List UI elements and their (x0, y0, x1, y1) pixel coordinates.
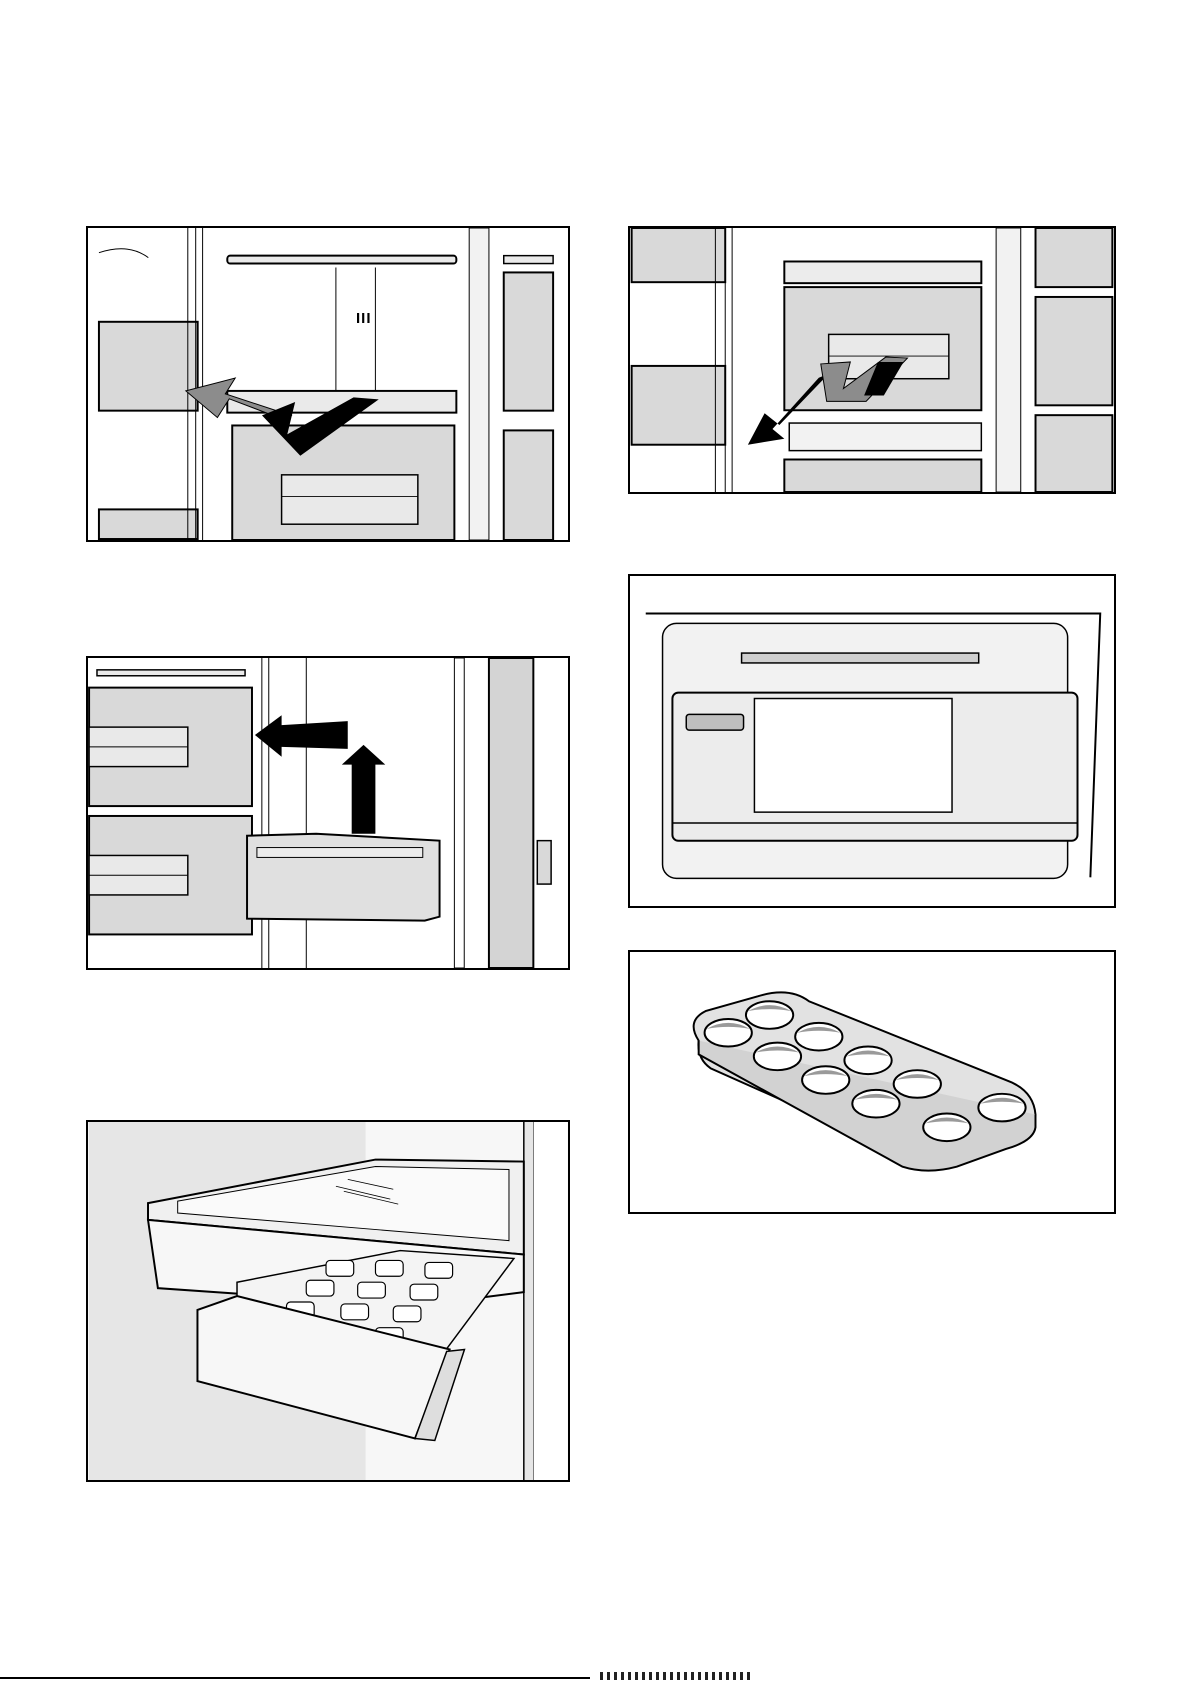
footer-mark (600, 1672, 750, 1680)
shelf-level-label: III (356, 310, 372, 327)
control-panel-figure (628, 574, 1116, 908)
drawer-pull-figure (628, 226, 1116, 494)
door-bin-removal-figure (86, 656, 570, 970)
shelf-lift-illustration (88, 228, 568, 540)
door-bin-removal-illustration (88, 658, 568, 968)
control-panel-illustration (630, 576, 1114, 906)
ice-tray-drawer-figure (86, 1120, 570, 1482)
egg-tray-figure (628, 950, 1116, 1214)
footer-rule (0, 1677, 590, 1679)
shelf-lift-figure: III (86, 226, 570, 542)
drawer-pull-illustration (630, 228, 1114, 492)
egg-tray-illustration (630, 952, 1114, 1212)
ice-tray-drawer-illustration (88, 1122, 568, 1480)
